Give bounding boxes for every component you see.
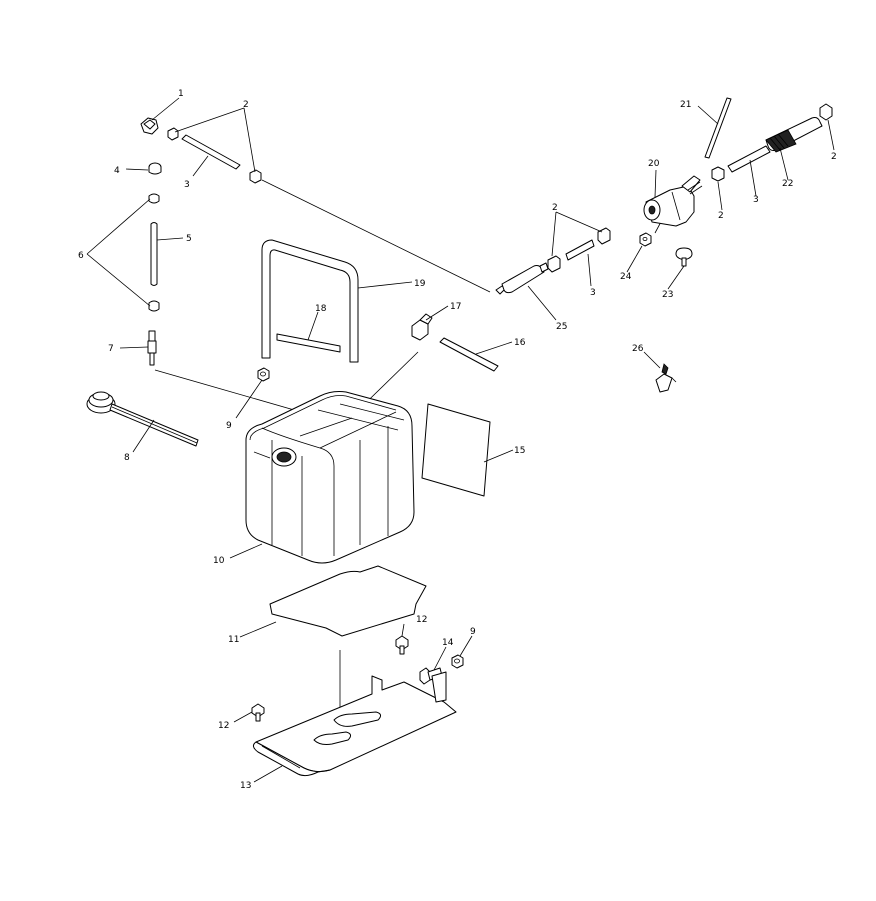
part-17-vent-fitting [411,313,433,341]
part-20-fuel-pump [643,175,703,227]
part-3-hose-right [727,145,771,173]
callout-18: 18 [315,304,327,314]
part-22-spring-hose [765,117,823,153]
part-24-nut [639,232,652,247]
part-4-grommet [148,162,162,175]
callout-2-right-outer: 2 [831,152,837,162]
part-8-fuel-cap-sender [86,391,199,447]
callout-3-right: 3 [753,195,759,205]
part-12-bolt-upper [395,635,409,655]
part-9-nut-lower [451,654,464,669]
callout-14: 14 [442,638,454,648]
callout-11: 11 [228,635,239,645]
part-25-inline-fitting [495,262,549,295]
callout-15: 15 [514,446,525,456]
part-3-hose-center [565,239,595,261]
callout-8: 8 [124,453,130,463]
part-9-nut-upper [257,367,270,382]
part-13-skid-plate [252,671,457,777]
callout-2-upper-left: 2 [243,100,249,110]
callout-2-center: 2 [552,203,558,213]
callout-2-right-inner: 2 [718,211,724,221]
part-2-hose-caps-center [547,227,611,273]
part-15-heat-shield [421,403,491,497]
callout-13: 13 [240,781,251,791]
callout-4: 4 [114,166,120,176]
part-7-connector [147,330,157,366]
callout-25: 25 [556,322,567,332]
part-5-vertical-tube [150,222,158,286]
part-23-screw [675,247,693,267]
callout-10: 10 [213,556,225,566]
callout-3-center: 3 [590,288,596,298]
callout-20: 20 [648,159,660,169]
callout-22: 22 [782,179,793,189]
part-26-clip [655,363,677,393]
part-12-bolt-lower [251,703,265,722]
part-1-elbow-fitting [140,117,159,135]
part-3-hose-upper-left [181,134,241,170]
part-21-rod [704,97,732,159]
part-10-fuel-tank [245,391,415,564]
part-19-tank-strap [261,239,359,363]
part-11-tank-pad [269,565,427,637]
part-2-hose-caps-left [167,127,262,184]
callout-19: 19 [414,279,426,289]
callout-labels: 1 2 3 4 5 6 7 8 9 10 11 12 12 13 14 9 15… [78,89,837,791]
callout-12-lower: 12 [218,721,229,731]
callout-1: 1 [178,89,184,99]
callout-12-upper: 12 [416,615,427,625]
callout-9-lower: 9 [470,627,476,637]
part-18-strap-pad [276,333,341,353]
callout-24: 24 [620,272,632,282]
callout-23: 23 [662,290,673,300]
part-16-tube [439,337,499,372]
part-6-tube-caps [148,193,160,312]
callout-7: 7 [108,344,114,354]
callout-5: 5 [186,234,192,244]
callout-16: 16 [514,338,526,348]
callout-3-upper-left: 3 [184,180,190,190]
callout-17: 17 [450,302,461,312]
callout-9-upper: 9 [226,421,232,431]
leader-lines [86,97,835,783]
part-2-hose-caps-right [711,103,833,182]
callout-21: 21 [680,100,691,110]
callout-26: 26 [632,344,644,354]
callout-6: 6 [78,251,84,261]
